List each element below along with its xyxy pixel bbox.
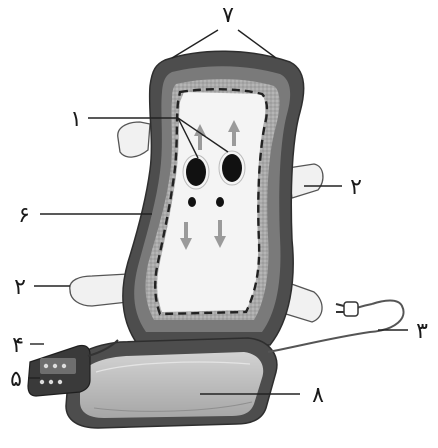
callout-6: ۶: [18, 203, 30, 228]
callout-2-top: ۲: [350, 175, 362, 200]
callout-8: ۸: [312, 383, 324, 408]
callout-5: ۵: [10, 367, 22, 392]
strap-lower-left: [70, 274, 128, 306]
callout-3: ۳: [416, 319, 428, 344]
strap-upper-left: [118, 122, 150, 157]
callout-1: ۱: [70, 107, 82, 132]
backrest: [123, 51, 304, 345]
seat-cushion: [66, 338, 277, 428]
power-plug-icon: [336, 302, 358, 316]
callout-7: ۷: [222, 3, 234, 28]
callout-2-bottom: ۲: [14, 275, 26, 300]
callout-4: ۴: [12, 333, 24, 358]
strap-upper-right: [288, 164, 323, 198]
